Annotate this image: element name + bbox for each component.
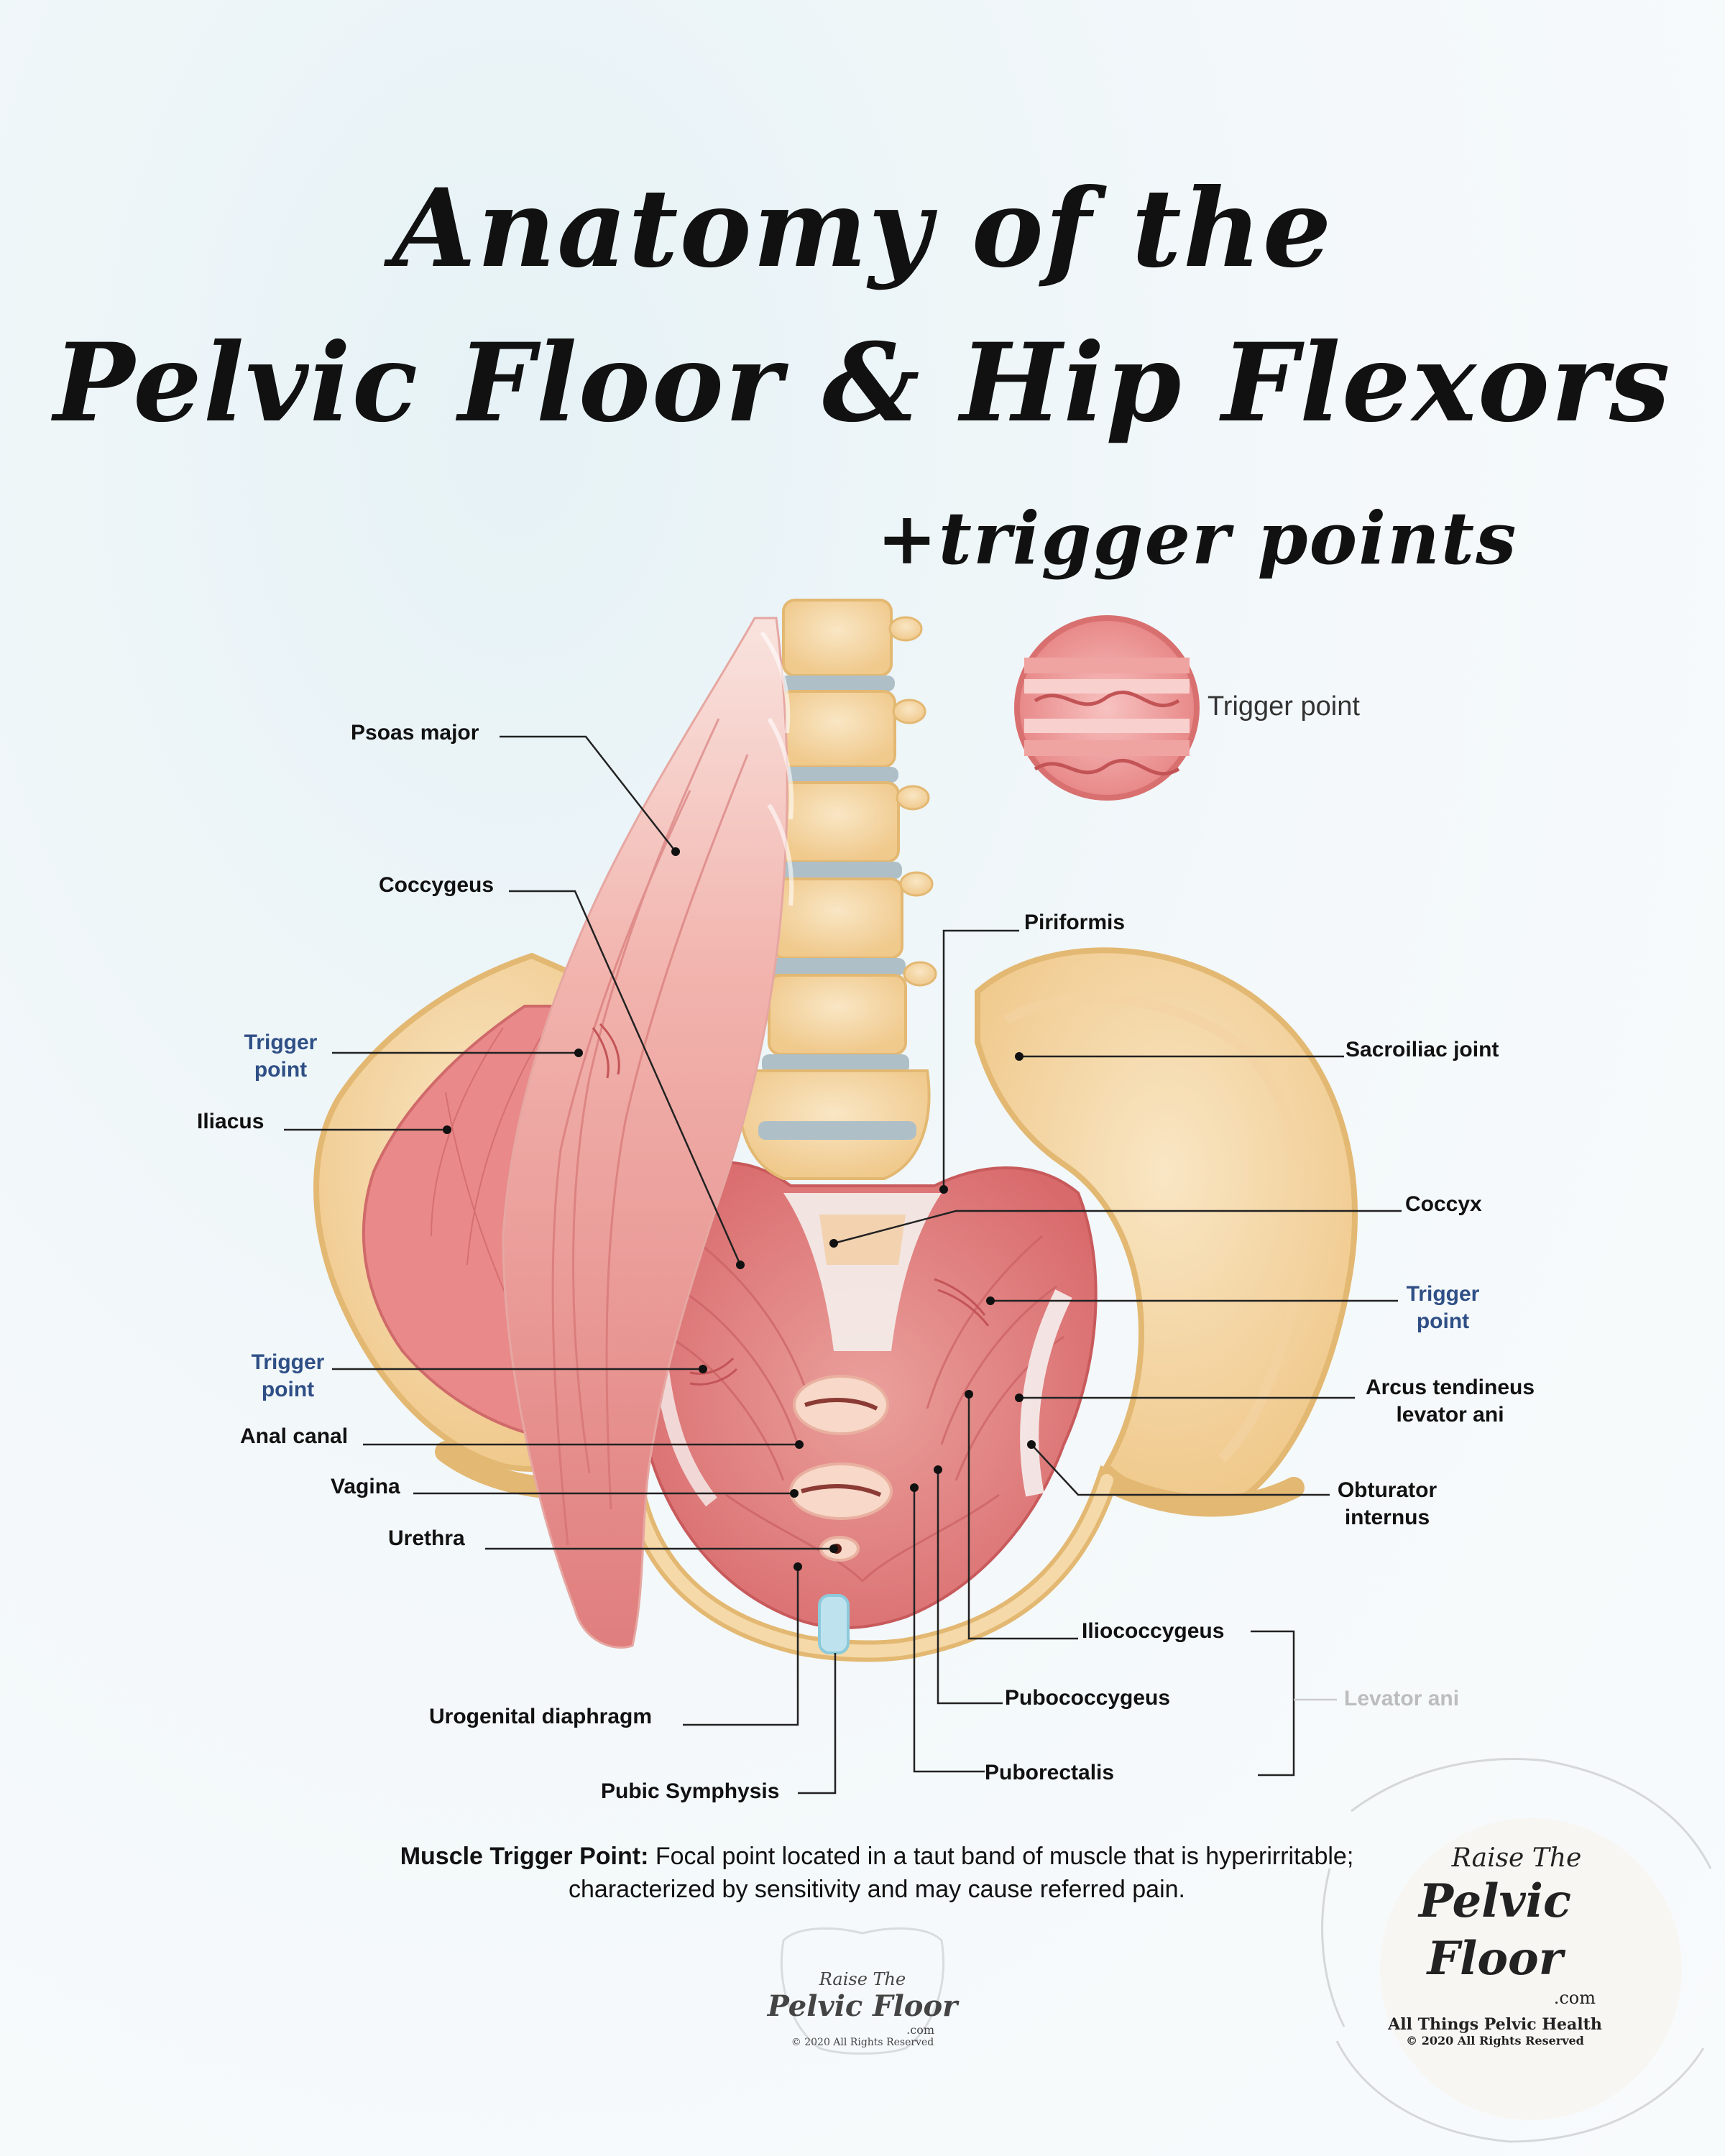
wm-center-line-2: Pelvic Floor (767, 1989, 958, 2023)
leader-dots (443, 847, 1036, 1571)
watermark-right: Raise The Pelvic Floor .com All Things P… (1351, 1843, 1639, 2047)
label-trigger-point-2-line-2: point (261, 1378, 315, 1401)
label-pubic-symphysis: Pubic Symphysis (601, 1779, 780, 1803)
wm-right-line-4: All Things Pelvic Health (1388, 2015, 1602, 2034)
wm-right-line-1: Raise The (1451, 1843, 1582, 1873)
wm-center-line-1: Raise The (819, 1969, 906, 1989)
label-arcus-line-2: levator ani (1396, 1403, 1504, 1427)
label-trigger-point-1: Trigger point (229, 1029, 333, 1084)
wm-right-line-3: .com (1553, 1988, 1596, 2008)
label-obturator-internus: Obturator internus (1330, 1477, 1445, 1531)
definition-line-2: characterized by sensitivity and may cau… (569, 1876, 1185, 1903)
label-trigger-point-3: Trigger point (1391, 1281, 1495, 1335)
label-urethra: Urethra (388, 1526, 465, 1550)
watermark-center: Raise The Pelvic Floor .com © 2020 All R… (762, 1969, 963, 2048)
label-levator-ani: Levator ani (1344, 1687, 1460, 1710)
label-trigger-point-3-line-2: point (1416, 1309, 1470, 1333)
psoas-major-muscle (502, 617, 794, 1649)
legend-trigger-point-label: Trigger point (1208, 691, 1360, 722)
trigger-point-definition: Muscle Trigger Point: Focal point locate… (244, 1840, 1509, 1906)
wm-center-line-3: .com (906, 2023, 934, 2037)
label-trigger-point-2: Trigger point (236, 1349, 340, 1404)
label-urogenital-diaphragm: Urogenital diaphragm (429, 1705, 653, 1728)
right-ilium (975, 947, 1358, 1507)
trigger-point-legend-circle (1014, 615, 1200, 801)
trigger-point-marks (592, 1023, 990, 1386)
pelvic-openings (789, 1375, 893, 1562)
label-obturator-line-1: Obturator (1337, 1478, 1438, 1502)
label-coccyx: Coccyx (1405, 1192, 1482, 1216)
wm-right-line-5: © 2020 All Rights Reserved (1406, 2034, 1584, 2047)
pubic-symphysis-shape (818, 1594, 850, 1654)
watermark-right-floral (1321, 1758, 1712, 2143)
label-puborectalis: Puborectalis (985, 1761, 1115, 1784)
label-iliacus: Iliacus (197, 1110, 264, 1133)
watermark-center-pelvis (781, 1927, 944, 2055)
label-vagina: Vagina (331, 1475, 400, 1498)
label-anal-canal: Anal canal (240, 1424, 349, 1448)
label-arcus-line-1: Arcus tendineus (1365, 1376, 1535, 1399)
label-obturator-line-2: internus (1344, 1506, 1430, 1529)
title-line-1: Anatomy of the (392, 165, 1333, 292)
label-sacroiliac-joint: Sacroiliac joint (1346, 1038, 1499, 1061)
label-psoas-major: Psoas major (351, 721, 479, 745)
definition-term: Muscle Trigger Point: (400, 1843, 649, 1870)
label-iliococcygeus: Iliococcygeus (1082, 1619, 1225, 1643)
lumbar-spine (737, 599, 937, 1180)
definition-line-1: Focal point located in a taut band of mu… (655, 1843, 1354, 1870)
title-line-2: Pelvic Floor & Hip Flexors (53, 320, 1672, 446)
label-trigger-point-1-line-2: point (254, 1058, 308, 1082)
label-arcus-tendineus: Arcus tendineus levator ani (1351, 1374, 1549, 1429)
wm-right-line-2: Pelvic Floor (1419, 1874, 1571, 1986)
label-trigger-point-2-line-1: Trigger (251, 1350, 325, 1374)
label-coccygeus: Coccygeus (379, 873, 494, 897)
wm-center-line-4: © 2020 All Rights Reserved (791, 2037, 934, 2048)
label-pubococcygeus: Pubococcygeus (1005, 1686, 1171, 1710)
label-trigger-point-1-line-1: Trigger (244, 1031, 318, 1054)
label-piriformis: Piriformis (1024, 911, 1126, 934)
label-trigger-point-3-line-1: Trigger (1406, 1282, 1480, 1306)
